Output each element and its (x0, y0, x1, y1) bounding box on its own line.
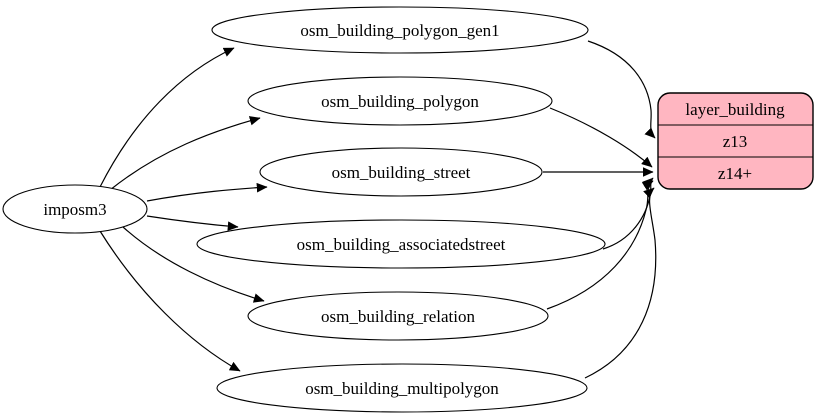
osm_building_street-label: osm_building_street (332, 163, 471, 182)
edge-imposm3-to-osm_building_multipolygon (99, 230, 241, 372)
edge-imposm3-to-osm_building_street (146, 182, 268, 202)
osm_building_polygon_gen1-ellipse (211, 6, 589, 54)
edge-imposm3-to-osm_building_polygon_gen1 (99, 47, 235, 188)
node-osm_building_polygon: osm_building_polygon (247, 76, 553, 126)
node-osm_building_multipolygon: osm_building_multipolygon (216, 363, 588, 413)
osm_building_associatedstreet-label: osm_building_associatedstreet (297, 235, 506, 254)
edge-osm_building_polygon-to-z14plus (549, 107, 653, 168)
osm_building_polygon_gen1-label: osm_building_polygon_gen1 (300, 21, 499, 40)
node-imposm3: imposm3 (2, 184, 148, 234)
edge-osm_building_polygon_gen1-to-z13 (587, 40, 656, 139)
osm_building_polygon-label: osm_building_polygon (321, 92, 479, 111)
osm_building_multipolygon-label: osm_building_multipolygon (305, 379, 499, 398)
osm_building_street-ellipse (259, 147, 543, 197)
layer_building-row-z13: z13 (723, 132, 748, 151)
osm_building_multipolygon-ellipse (216, 363, 588, 413)
osm_building_relation-label: osm_building_relation (321, 307, 475, 326)
node-osm_building_associatedstreet: osm_building_associatedstreet (196, 219, 606, 269)
edge-imposm3-to-osm_building_relation (122, 226, 265, 303)
edges-from-source (99, 47, 268, 372)
layer_building-row-z14plus: z14+ (718, 164, 752, 183)
osm_building_associatedstreet-ellipse (196, 219, 606, 269)
imposm3-label: imposm3 (43, 200, 106, 219)
edge-imposm3-to-osm_building_associatedstreet (146, 215, 239, 231)
node-osm_building_street: osm_building_street (259, 147, 543, 197)
edge-osm_building_multipolygon-to-z14plus (584, 187, 657, 379)
osm_building_relation-ellipse (247, 291, 549, 341)
imposm3-ellipse (2, 184, 148, 234)
node-osm_building_relation: osm_building_relation (247, 291, 549, 341)
node-layer_building: layer_building z13 z14+ (657, 92, 814, 190)
node-osm_building_polygon_gen1: osm_building_polygon_gen1 (211, 6, 589, 54)
osm_building_polygon-ellipse (247, 76, 553, 126)
edges-to-layer (543, 40, 657, 379)
layer_building-title: layer_building (685, 100, 785, 119)
edge-imposm3-to-osm_building_polygon (109, 116, 261, 191)
layer_building-box (657, 92, 814, 190)
